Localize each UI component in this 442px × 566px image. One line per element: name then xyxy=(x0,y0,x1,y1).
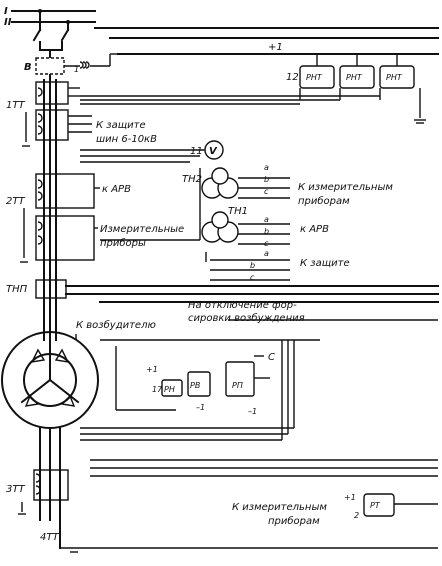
ct-group-3-4: 3ТТ 4ТТ xyxy=(6,469,438,553)
tn2-phase-b: b xyxy=(264,175,269,184)
ct2-label: 2ТТ xyxy=(6,196,25,207)
voltage-transformers: V 11 ТН2 ТН1 a b c a b c a b c К измерит… xyxy=(80,140,393,282)
to-meas-right-label-1: К измерительным xyxy=(298,182,393,193)
to-meas-bottom-label-1: К измерительным xyxy=(232,502,327,513)
exciter-off-label-2: сировки возбуждения xyxy=(188,312,305,324)
exciter-off-label-1: На отключение фор- xyxy=(188,300,297,311)
prot-phase-c: c xyxy=(250,273,255,282)
control-relays: +1 17 РН РВ –1 РП –1 С xyxy=(100,339,320,416)
breaker: В 1 xyxy=(24,53,118,75)
voltmeter-symbol: V xyxy=(209,146,218,157)
meas-left-label-2: приборы xyxy=(100,237,146,249)
rnt-relay-1-label: РНТ xyxy=(306,73,323,82)
rnt-relay-3-label: РНТ xyxy=(386,73,403,82)
bus-2-label: II xyxy=(4,17,12,28)
rn-plus1: +1 xyxy=(146,365,158,374)
primary-conductor xyxy=(43,49,57,341)
plus1-top-label: +1 xyxy=(268,42,283,53)
voltmeter-num: 11 xyxy=(190,146,203,157)
rt-relay-label: РТ xyxy=(370,501,381,510)
prot-phase-b: b xyxy=(250,261,255,270)
c-label: С xyxy=(268,352,275,363)
voltmeter xyxy=(204,140,224,160)
busbars: I II xyxy=(4,6,96,51)
generator xyxy=(1,331,99,521)
rv-relay xyxy=(187,371,211,397)
rp-relay-label: РП xyxy=(232,381,243,390)
to-protection-label: К защите xyxy=(300,258,350,269)
to-bus-protection-label: К защите xyxy=(96,120,146,131)
ct4-label: 4ТТ xyxy=(40,532,59,543)
rt-relay-group: К измерительным приборам +1 2 РТ xyxy=(232,493,438,527)
to-bus-protection-label-2: шин 6-10кВ xyxy=(96,134,157,145)
differential-relays: +1 12 РНТ РНТ РНТ xyxy=(80,27,439,124)
tnp-group: ТНП xyxy=(6,279,439,321)
exciter-section: На отключение фор- сировки возбуждения К… xyxy=(75,300,305,340)
rp-minus1: –1 xyxy=(248,407,257,416)
tn1-phase-b: b xyxy=(264,227,269,236)
ct-group-1: 1ТТ К защите шин 6-10кВ xyxy=(6,81,157,147)
rt-relay xyxy=(363,493,395,517)
tn2-phase-a: a xyxy=(264,163,269,172)
tn1-label: ТН1 xyxy=(228,206,248,217)
rv-minus1: –1 xyxy=(196,403,205,412)
rt-num: 2 xyxy=(354,511,359,520)
to-meas-right-label-2: приборам xyxy=(298,195,350,207)
ct-group-2: 2ТТ к АРВ Измерительные приборы xyxy=(6,173,184,263)
rp-relay xyxy=(225,361,255,397)
cable-bundle xyxy=(80,340,438,477)
to-meas-bottom-label-2: приборам xyxy=(268,515,320,527)
tn2-phase-c: c xyxy=(264,187,269,196)
breaker-label: В xyxy=(24,62,32,73)
rt-plus1: +1 xyxy=(344,493,356,502)
bus-1-label: I xyxy=(4,6,8,17)
relay-group-num: 12 xyxy=(286,72,299,83)
meas-left-label-1: Измерительные xyxy=(100,224,184,235)
ct3-label: 3ТТ xyxy=(6,484,25,495)
breaker-coil-num: 1 xyxy=(74,65,79,74)
ct1-label: 1ТТ xyxy=(6,100,25,111)
to-arv-left-label: к АРВ xyxy=(102,184,131,195)
to-exciter-label: К возбудителю xyxy=(76,319,156,331)
to-arv-right-label: к АРВ xyxy=(300,224,329,235)
tn2-label: ТН2 xyxy=(182,174,202,185)
rn-relay-label: РН xyxy=(164,385,175,394)
rn-num: 17 xyxy=(152,385,163,394)
rnt-relay-2-label: РНТ xyxy=(346,73,363,82)
rn-relay xyxy=(161,379,183,397)
tnp-label: ТНП xyxy=(6,284,28,295)
tn1-phase-a: a xyxy=(264,215,269,224)
prot-phase-a: a xyxy=(264,249,269,258)
rv-relay-label: РВ xyxy=(190,381,200,390)
